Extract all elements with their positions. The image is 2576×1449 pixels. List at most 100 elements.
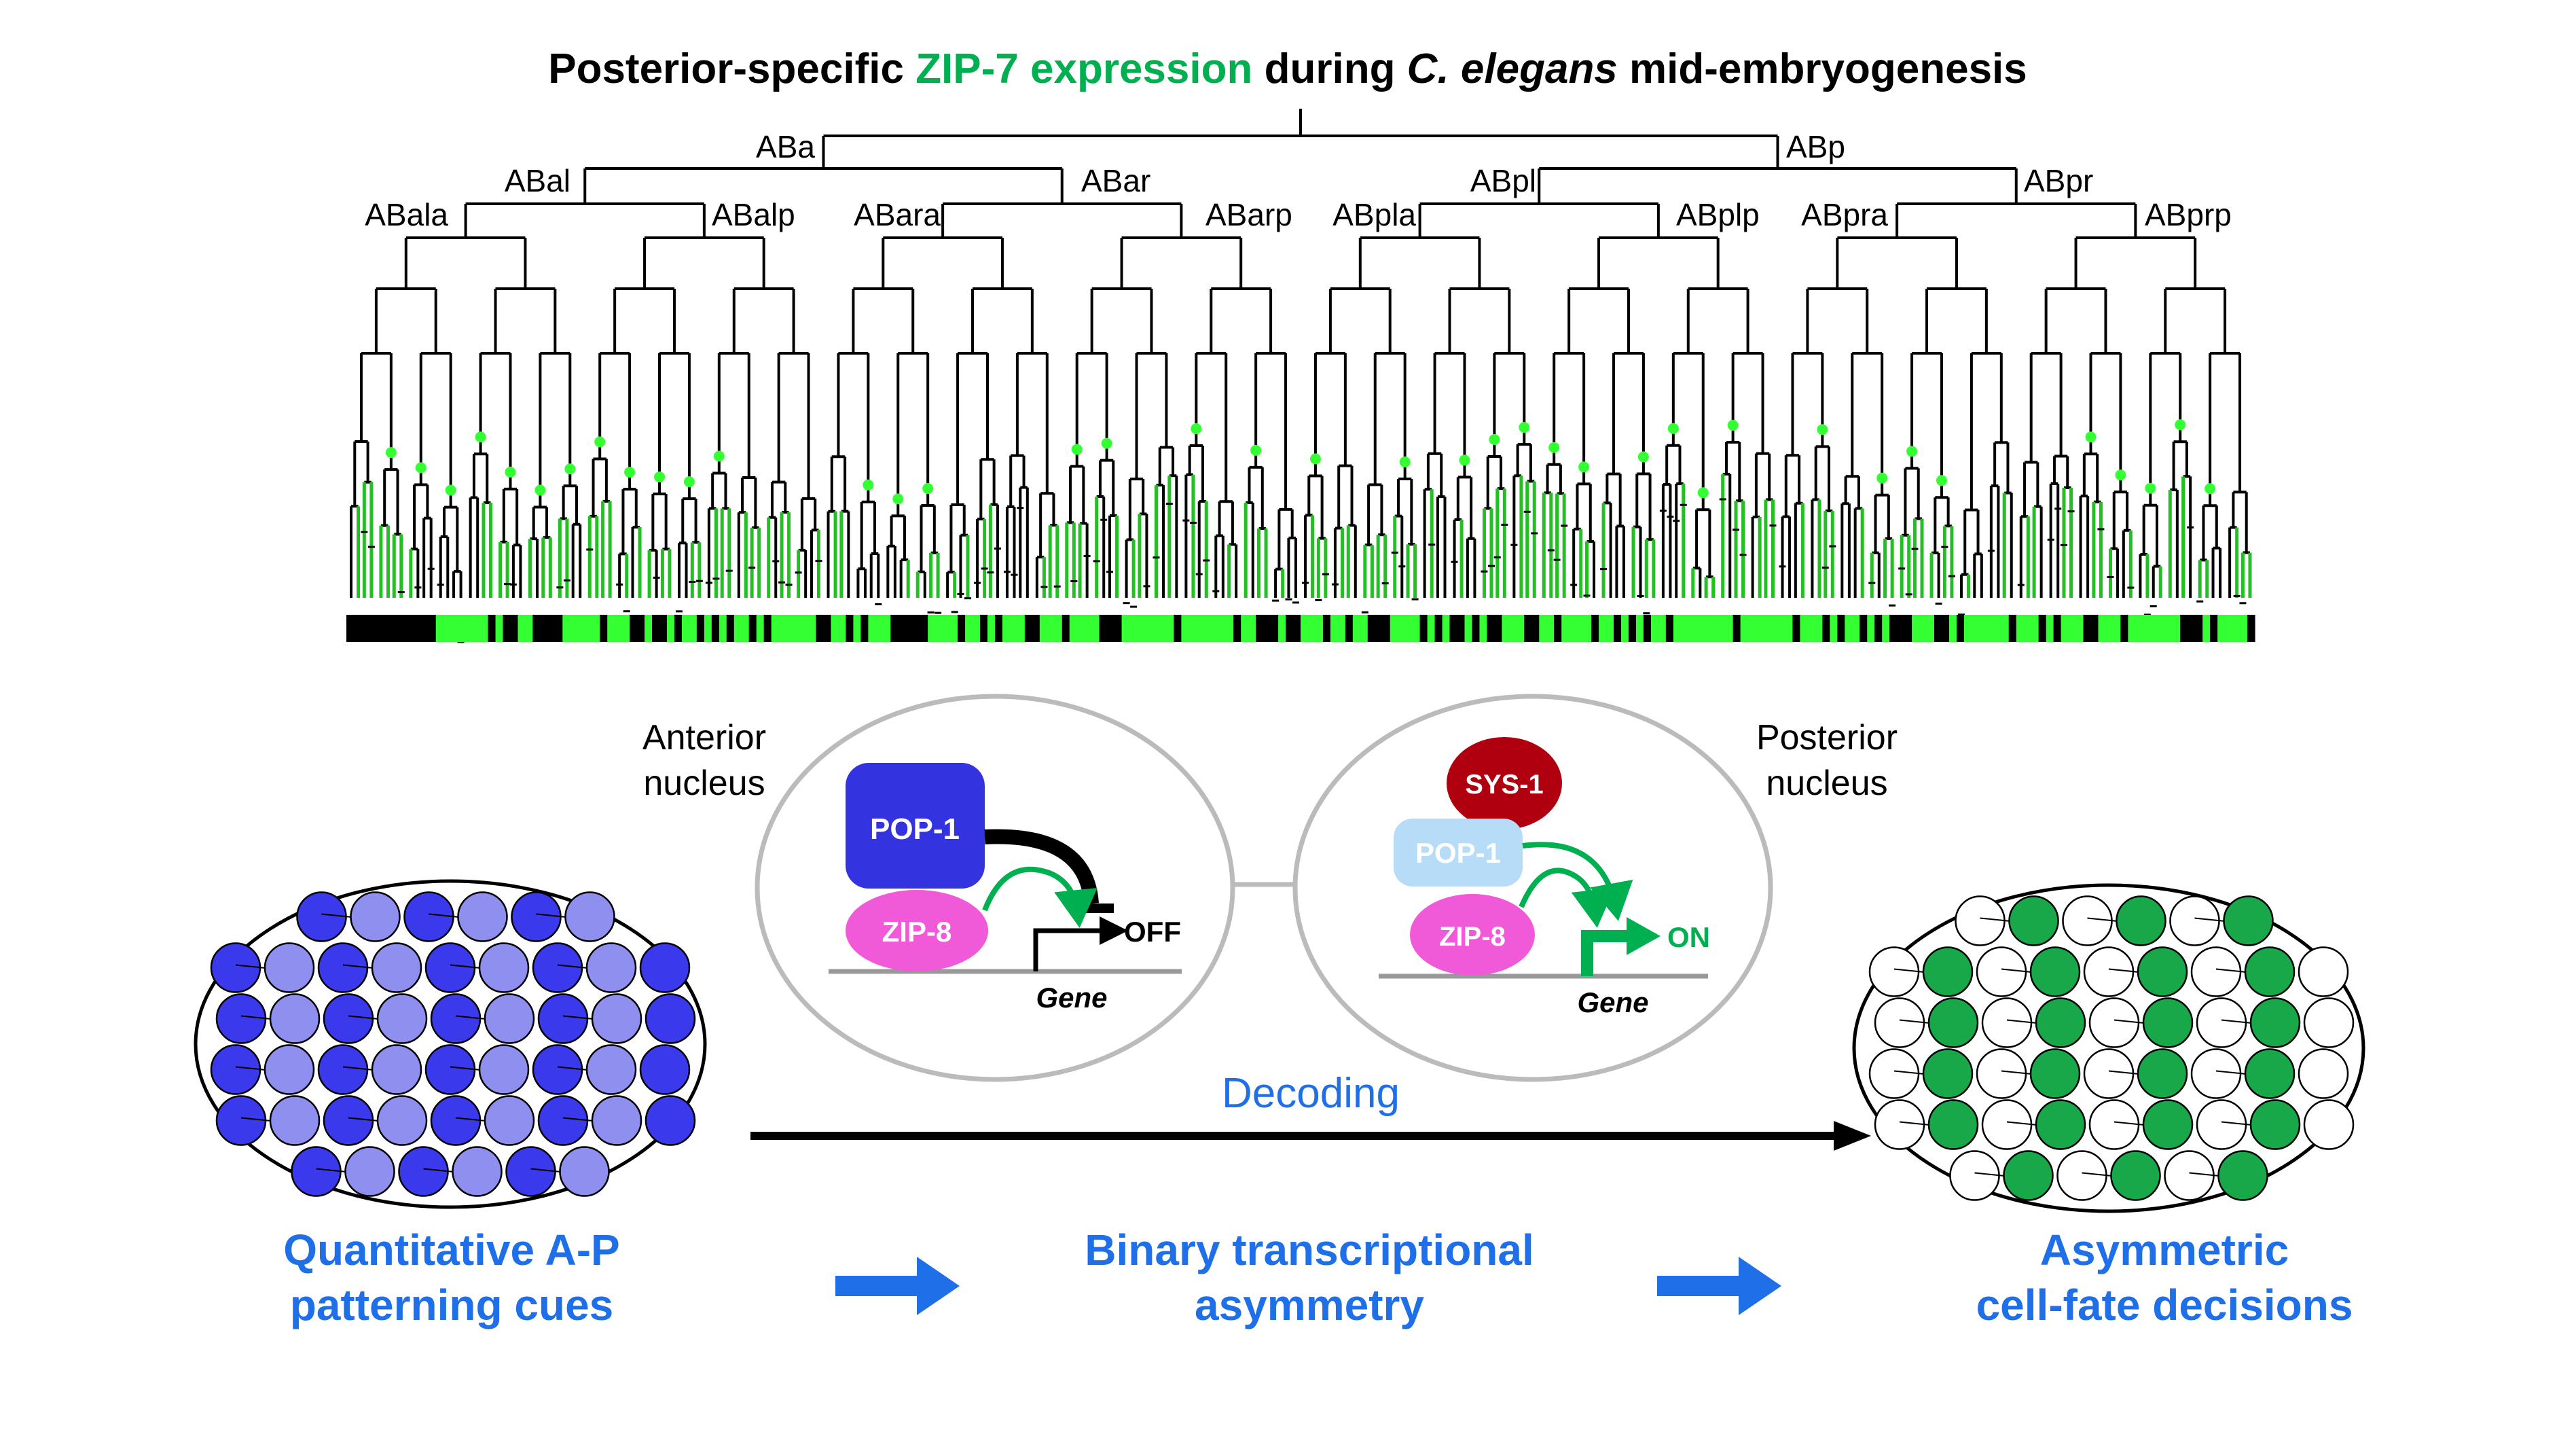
expression-bar-cell <box>950 615 958 642</box>
expression-bar-cell <box>1777 615 1786 642</box>
expression-bar-cell <box>1539 615 1547 642</box>
promoter-arrow-off <box>1033 916 1128 971</box>
expression-bar-cell <box>585 615 593 642</box>
embryo-cell <box>296 891 347 942</box>
embryo-cell <box>478 1044 530 1095</box>
expression-bar-cell <box>1584 615 1592 642</box>
expression-dot <box>594 436 606 448</box>
embryo-cell <box>1868 1048 1920 1099</box>
expression-bar-cell <box>2225 615 2233 642</box>
embryo-cell <box>591 993 642 1044</box>
expression-bar-cell <box>570 615 578 642</box>
embryo-right <box>1852 883 2365 1213</box>
zip8-anterior-label: ZIP-8 <box>882 916 952 948</box>
expression-bar-cell <box>1517 615 1525 642</box>
zip8-activation-arrow <box>982 866 1097 928</box>
expression-bar-cell <box>1375 615 1383 642</box>
embryo-cell <box>424 942 476 993</box>
embryo-cell <box>371 942 422 993</box>
expression-bar-cell <box>577 615 585 642</box>
embryo-cell <box>323 1095 374 1146</box>
expression-dot <box>1727 420 1739 431</box>
expression-bar-cell <box>1599 615 1607 642</box>
expression-bar-cell <box>1845 615 1853 642</box>
expression-bar-cell <box>726 615 735 642</box>
expression-bar-cell <box>1106 615 1115 642</box>
expression-bar-cell <box>2031 615 2039 642</box>
embryo-cell <box>2137 946 2188 997</box>
expression-bar-cell <box>943 615 951 642</box>
embryo-cell <box>269 993 321 1044</box>
step2-line2: asymmetry <box>1195 1281 1424 1329</box>
expression-bar-cell <box>1017 615 1026 642</box>
expression-bar-cell <box>823 615 832 642</box>
embryo-cell <box>537 993 589 1044</box>
expression-bar-cell <box>1502 615 1510 642</box>
expression-bar-cell <box>1166 615 1174 642</box>
expression-bar-cell <box>1256 615 1264 642</box>
expression-bar-cell <box>1174 615 1182 642</box>
expression-bar-cell <box>1271 615 1279 642</box>
expression-bar-cell <box>2232 615 2241 642</box>
expression-bar-cell <box>1762 615 1771 642</box>
embryo-cell <box>269 1095 321 1146</box>
sys1 <box>1447 737 1562 829</box>
embryo-cell <box>1922 1048 1974 1099</box>
expression-bar-cell <box>1680 615 1689 642</box>
expression-bar-cell <box>2083 615 2092 642</box>
expression-bar-cell <box>763 615 772 642</box>
expression-bar-cell <box>913 615 921 642</box>
expression-bar-cell <box>346 615 355 642</box>
anterior-label-line1: Anterior <box>642 718 766 757</box>
embryo-cell <box>2003 1150 2054 1201</box>
expression-bar-cell <box>1345 615 1354 642</box>
expression-bar-cell <box>2023 615 2032 642</box>
expression-bar-cell <box>1009 615 1018 642</box>
expression-bar-cell <box>398 615 407 642</box>
expression-dot <box>1697 487 1709 499</box>
expression-bar-cell <box>1248 615 1256 642</box>
embryo-cell <box>2035 1099 2086 1150</box>
expression-bar-cell <box>1412 615 1421 642</box>
expression-dot <box>654 471 666 483</box>
pop1-anterior-label: POP-1 <box>870 812 960 846</box>
expression-bar-cell <box>1076 615 1085 642</box>
expression-bar-cell <box>1710 615 1719 642</box>
pop1-posterior <box>1394 819 1523 887</box>
embryo-cell <box>645 993 696 1044</box>
embryo-cell <box>350 891 401 942</box>
lineage-label-abplp: ABplp <box>1676 197 1760 232</box>
expression-bar-cell <box>1427 615 1436 642</box>
expression-bar-cell <box>1614 615 1622 642</box>
step-arrow-2 <box>1657 1257 1781 1315</box>
embryo-cell <box>2244 946 2296 997</box>
expression-dot <box>1489 433 1500 445</box>
expression-bar-cell <box>1554 615 1562 642</box>
decoding-arrowhead <box>1834 1121 1871 1151</box>
embryo-cell <box>457 891 508 942</box>
expression-bar-cell <box>1479 615 1488 642</box>
expression-dot <box>385 447 397 459</box>
embryo-left <box>194 879 707 1209</box>
expression-bar-cell <box>696 615 705 642</box>
embryo-cell <box>1976 946 2027 997</box>
expression-bar-cell <box>1367 615 1376 642</box>
expression-bar-cell <box>1665 615 1674 642</box>
lineage-tree <box>350 109 2252 643</box>
expression-bar-cell <box>719 615 727 642</box>
embryo-cell <box>2008 895 2059 946</box>
expression-bar-cell <box>1703 615 1711 642</box>
expression-bar-cell <box>1337 615 1346 642</box>
expression-bar-cell <box>2105 615 2114 642</box>
expression-bar-cell <box>1151 615 1160 642</box>
expression-bar-cell <box>540 615 548 642</box>
expression-bar-cell <box>652 615 660 642</box>
expression-bar-cell <box>2061 615 2069 642</box>
posterior-label-line1: Posterior <box>1756 718 1898 757</box>
embryo-cell <box>264 942 315 993</box>
expression-bar-cell <box>1963 615 1972 642</box>
expression-bar-cell <box>1322 615 1331 642</box>
embryo-cell <box>376 1095 428 1146</box>
expression-bar-cell <box>2016 615 2025 642</box>
expression-dot <box>2085 431 2097 443</box>
